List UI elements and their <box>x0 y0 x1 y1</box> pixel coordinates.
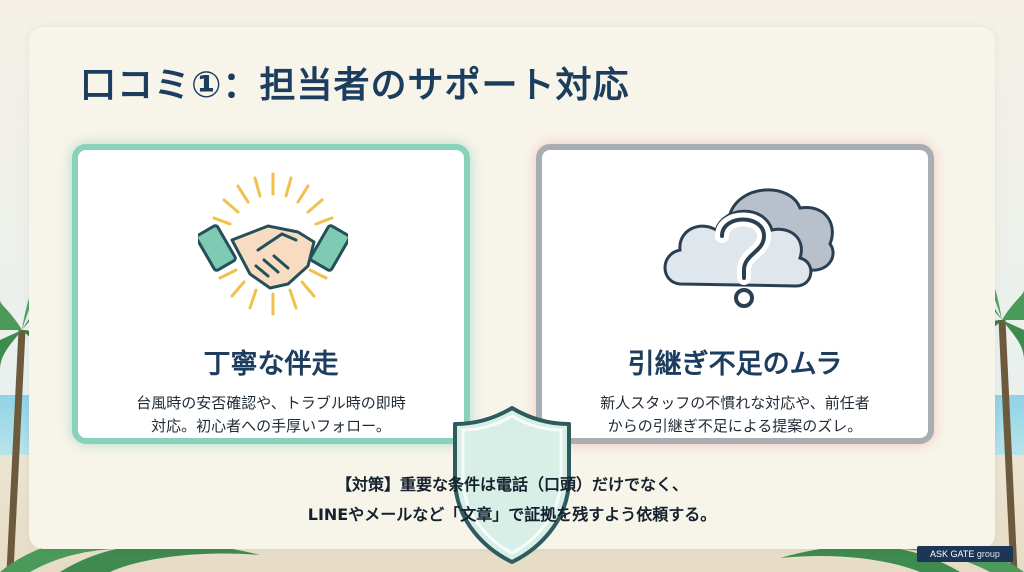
card-body-line: 台風時の安否確認や、トラブル時の即時 <box>136 394 406 412</box>
shield-icon <box>453 406 571 564</box>
brand-logo: ASK GATE group <box>917 546 1013 562</box>
note-line: 【対策】重要な条件は電話（口頭）だけでなく、 <box>335 475 688 494</box>
question-cloud-icon <box>663 188 835 308</box>
card-body-positive: 台風時の安否確認や、トラブル時の即時 対応。初心者への手厚いフォロー。 <box>98 392 444 438</box>
card-negative: 引継ぎ不足のムラ 新人スタッフの不慣れな対応や、前任者 からの引継ぎ不足による提… <box>536 144 934 444</box>
card-body-negative: 新人スタッフの不慣れな対応や、前任者 からの引継ぎ不足による提案のズレ。 <box>562 392 908 438</box>
card-title-positive: 丁寧な伴走 <box>203 349 339 380</box>
card-body-line: 新人スタッフの不慣れな対応や、前任者 <box>600 394 870 412</box>
card-body-line: 対応。初心者への手厚いフォロー。 <box>151 417 391 435</box>
countermeasure-note: 【対策】重要な条件は電話（口頭）だけでなく、 LINEやメールなど「文章」で証拠… <box>220 470 804 530</box>
card-positive: 丁寧な伴走 台風時の安否確認や、トラブル時の即時 対応。初心者への手厚いフォロー… <box>72 144 470 444</box>
handshake-icon <box>198 172 348 316</box>
card-title-negative: 引継ぎ不足のムラ <box>627 349 843 380</box>
card-body-line: からの引継ぎ不足による提案のズレ。 <box>607 417 863 435</box>
page-title: 口コミ①：担当者のサポート対応 <box>80 65 630 106</box>
note-line: LINEやメールなど「文章」で証拠を残すよう依頼する。 <box>307 505 717 524</box>
